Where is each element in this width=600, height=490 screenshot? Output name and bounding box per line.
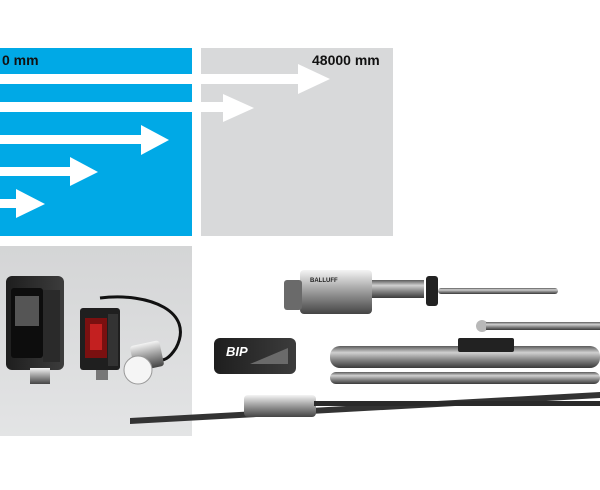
arrow-2-head bbox=[223, 94, 254, 122]
bip-sensor bbox=[214, 338, 296, 374]
scale-start-label: 0 mm bbox=[2, 52, 39, 68]
photoelectric-sensor-large bbox=[6, 276, 64, 384]
range-stripe-2 bbox=[0, 102, 225, 112]
range-stripe-3 bbox=[0, 135, 143, 144]
range-stripe-5 bbox=[0, 199, 18, 208]
arrow-4-head bbox=[70, 157, 98, 186]
linear-profile-sensors bbox=[330, 320, 600, 384]
magnetic-tape-sensor bbox=[130, 392, 600, 424]
bip-label: BIP bbox=[226, 344, 248, 359]
arrow-1-head bbox=[298, 64, 330, 94]
range-stripe-1 bbox=[0, 74, 300, 84]
photoelectric-sensor-small bbox=[80, 308, 120, 380]
scale-end-label: 48000 mm bbox=[312, 52, 380, 68]
arrow-5-head bbox=[16, 189, 45, 218]
arrow-3-head bbox=[141, 125, 169, 155]
cylindrical-sensor bbox=[99, 295, 182, 385]
product-illustrations bbox=[6, 270, 600, 424]
rod-position-sensor bbox=[284, 270, 558, 314]
range-arrows bbox=[0, 64, 330, 218]
range-stripe-4 bbox=[0, 167, 72, 176]
brand-label: BALLUFF bbox=[310, 278, 338, 284]
